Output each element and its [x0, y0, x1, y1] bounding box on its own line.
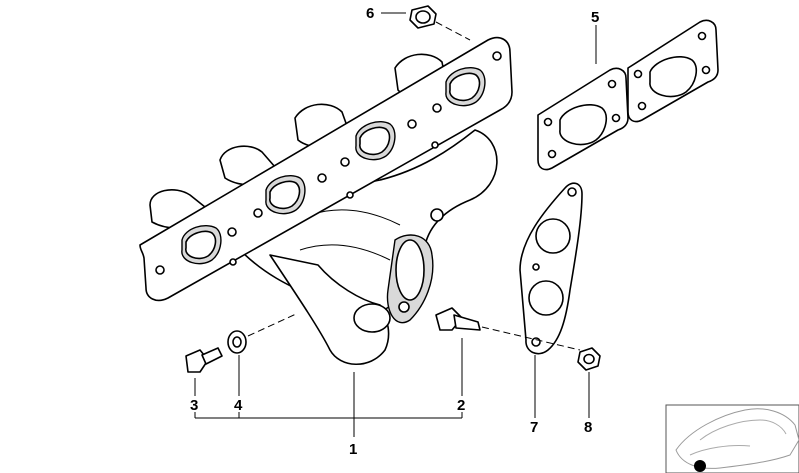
manifold-gasket-pair: [537, 19, 719, 171]
flange-ports: [181, 66, 486, 265]
flange-stud-holes: [155, 51, 502, 275]
callout-6: 6: [366, 5, 374, 22]
washer-part-4: [227, 313, 297, 354]
bolt-part-2: [435, 307, 581, 351]
nut-part-8: [577, 347, 601, 371]
callout-4: 4: [234, 397, 243, 414]
callout-8: 8: [584, 419, 592, 436]
callout-5: 5: [591, 9, 599, 26]
outlet-gasket-part-7: [519, 182, 583, 355]
callout-2: 2: [457, 397, 465, 414]
callout-1: 1: [349, 441, 357, 458]
leader-lines: [194, 12, 597, 437]
callout-7: 7: [530, 419, 538, 436]
flange-nut-part-6: [409, 5, 471, 41]
exhaust-manifold: [139, 36, 513, 365]
bolt-part-3: [185, 347, 223, 373]
vehicle-location-thumbnail: [665, 404, 799, 473]
callout-3: 3: [190, 397, 198, 414]
